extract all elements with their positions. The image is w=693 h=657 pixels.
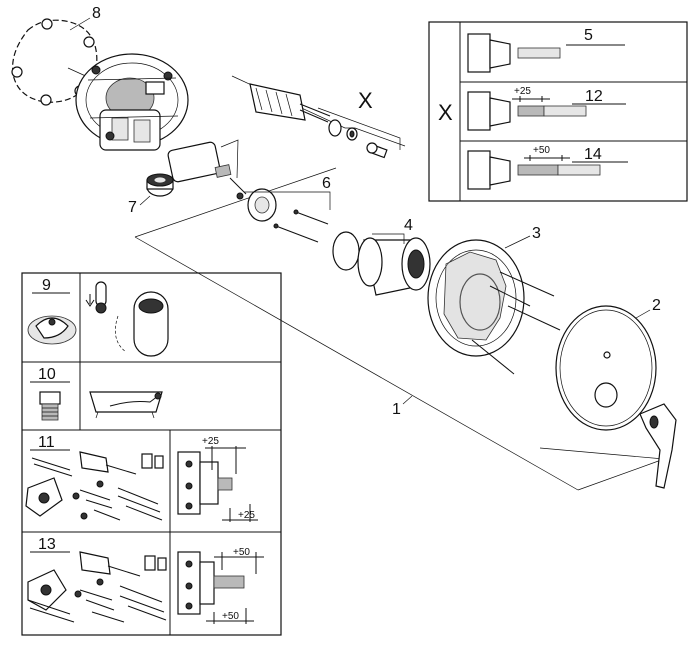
callout-4: 4 — [404, 217, 413, 234]
callout-6: 6 — [322, 175, 331, 192]
lever-handle-part — [639, 403, 677, 489]
accessory-10: 10 — [30, 366, 163, 421]
accessory-11-dim-bottom: +25 — [238, 510, 255, 521]
callout-8: 8 — [92, 5, 101, 22]
seal-ring-part — [11, 18, 98, 106]
callout-7: 7 — [128, 199, 137, 216]
accessory-9: 9 — [27, 277, 169, 357]
x-row-12-number: 12 — [585, 88, 603, 105]
accessory-11-dim-top: +25 — [202, 436, 219, 447]
callout-x: X — [358, 88, 373, 113]
shaft-set-part — [249, 83, 401, 159]
nut-part — [146, 173, 174, 197]
x-row-14-extension: +50 — [533, 145, 550, 156]
x-row-12: +25 12 — [467, 86, 626, 131]
accessory-9-number: 9 — [42, 277, 51, 294]
accessory-11: 11 +25 — [25, 434, 258, 522]
x-row-5-number: 5 — [584, 27, 593, 44]
x-variant-panel: X 5 +25 12 — [428, 21, 688, 202]
x-row-12-extension: +25 — [514, 86, 531, 97]
callout-3: 3 — [532, 225, 541, 242]
x-row-5: 5 — [467, 27, 625, 73]
cartridge-part — [167, 141, 247, 200]
callout-2: 2 — [652, 297, 661, 314]
accessory-13-dim-top: +50 — [233, 547, 250, 558]
accessory-11-number: 11 — [38, 434, 55, 451]
x-row-14: +50 14 — [467, 145, 628, 190]
accessory-13: 13 +50 +50 — [27, 536, 264, 624]
sleeve-part — [332, 231, 431, 296]
callout-labels: 8 X 6 7 4 3 2 1 — [69, 5, 661, 418]
accessory-13-number: 13 — [38, 536, 56, 553]
accessory-13-dim-bottom: +50 — [222, 611, 239, 622]
accessory-10-number: 10 — [38, 366, 56, 383]
adapter-screws-part — [244, 188, 331, 243]
mounting-plate-part — [427, 239, 561, 375]
escutcheon-part — [555, 305, 657, 431]
x-panel-label: X — [438, 100, 453, 125]
x-row-14-number: 14 — [584, 146, 602, 163]
accessories-panel: 9 10 11 — [21, 272, 282, 636]
callout-1: 1 — [392, 401, 401, 418]
rough-in-body-part — [75, 53, 189, 151]
